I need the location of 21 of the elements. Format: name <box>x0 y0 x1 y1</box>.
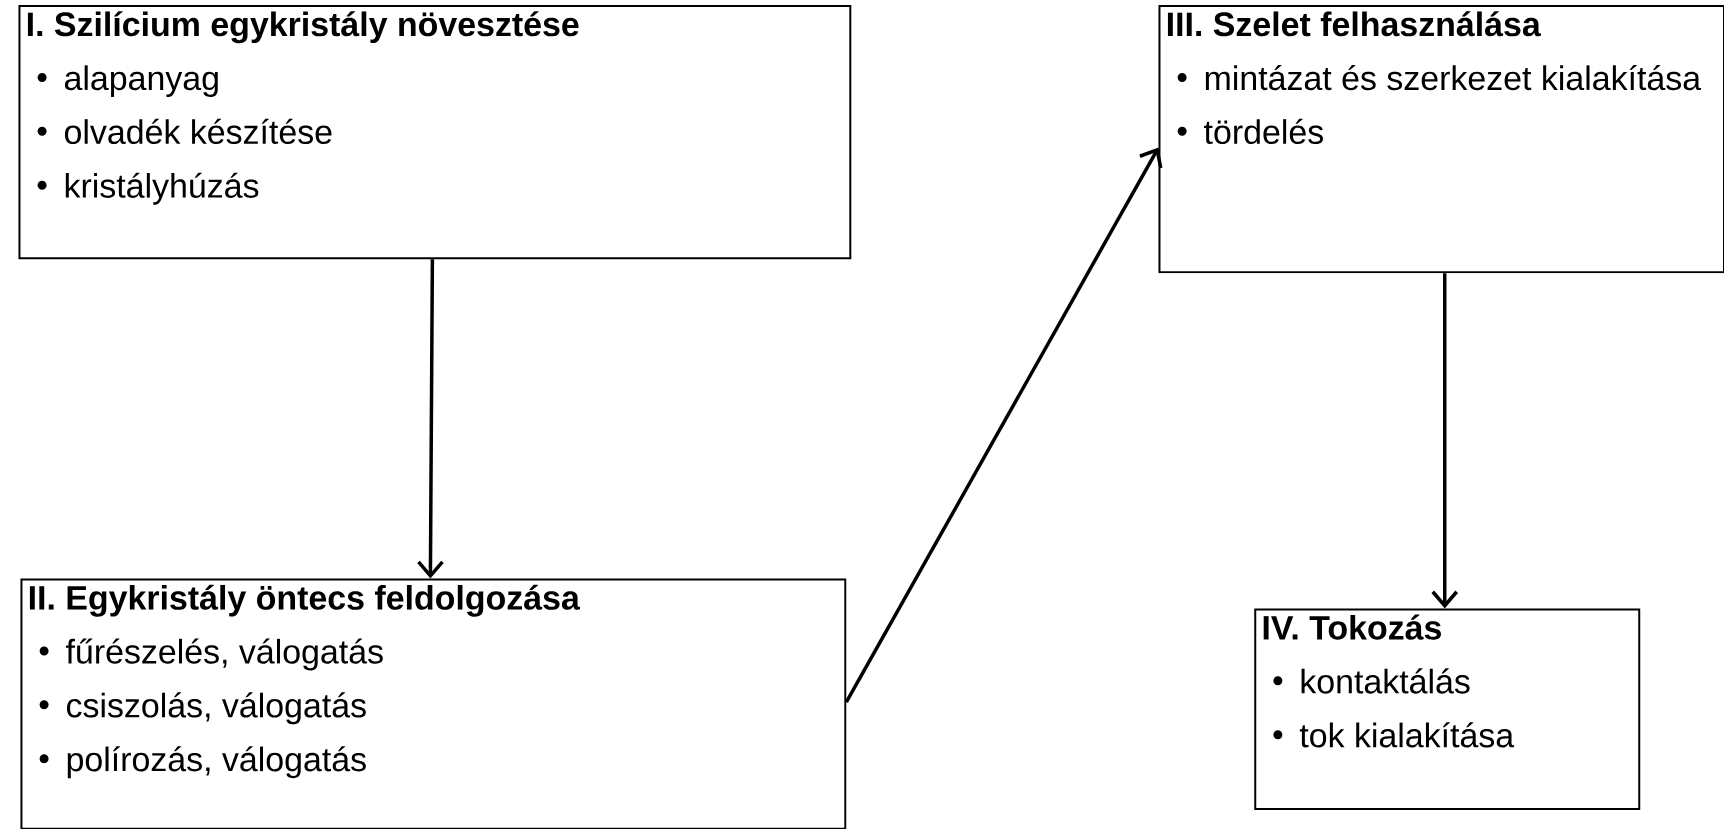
arrow <box>844 147 1163 703</box>
bullet-text: tördelés <box>1204 118 1323 144</box>
bullet-text: kristályhúzás <box>65 172 259 205</box>
bullet-text: csiszolás, válogatás <box>66 692 366 725</box>
heading: I. Szilícium egykristály növesztése <box>27 11 579 44</box>
bullet-text: polírozás, válogatás <box>67 746 366 778</box>
arrow <box>1431 273 1459 609</box>
bullet-text: tok kialakítása <box>1299 722 1515 748</box>
process-box <box>1254 608 1641 810</box>
process-box <box>18 4 852 260</box>
heading: II. Egykristály öntecs feldolgozása <box>29 584 581 617</box>
arrow <box>417 259 444 579</box>
heading: III. Szelet felhasználása <box>1167 11 1541 37</box>
bullet-text: kontaktálás <box>1301 668 1470 694</box>
bullet-text: olvadék készítése <box>64 118 332 144</box>
bullet-text: fűrészelés, válogatás <box>66 638 383 671</box>
process-box <box>1158 4 1724 274</box>
bullet-text: alapanyag <box>64 65 218 97</box>
heading: IV. Tokozás <box>1263 614 1441 640</box>
process-box <box>20 578 847 829</box>
bullet-text: mintázat és szerkezet kialakítása <box>1205 64 1702 91</box>
